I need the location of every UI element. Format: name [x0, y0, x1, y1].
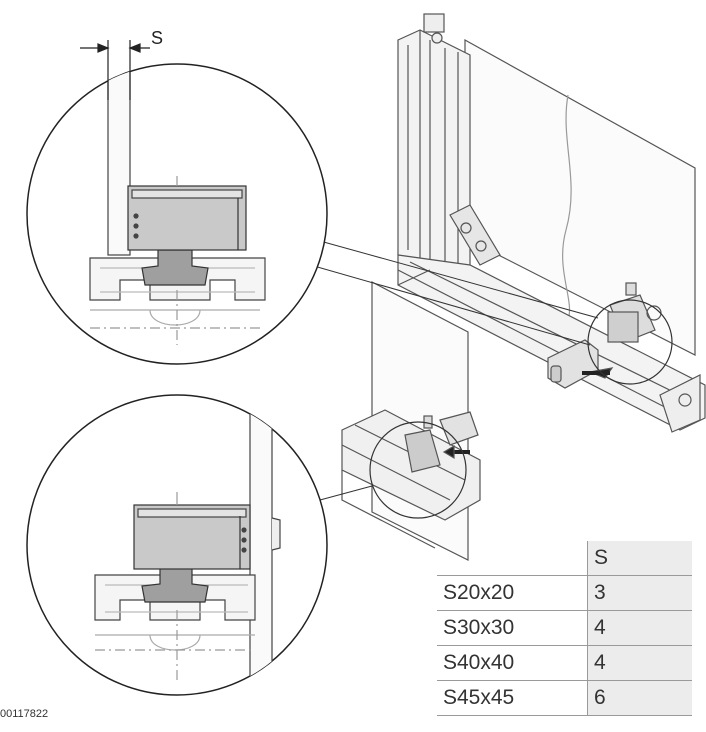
dimension-s	[80, 40, 150, 100]
s-value-cell: 3	[587, 575, 692, 611]
frame-assembly-bottom	[341, 281, 481, 561]
profile-cell: S45x45	[437, 680, 588, 716]
table-header-cell: S	[587, 541, 692, 576]
profile-cell: S20x20	[437, 575, 588, 611]
table-header-cell	[437, 541, 588, 576]
table-header-row: S	[437, 541, 692, 576]
table-row: S40x40 4	[437, 645, 692, 681]
detail-leader-lines	[299, 240, 599, 501]
detail-circle-top: S	[26, 28, 328, 365]
table-row: S45x45 6	[437, 680, 692, 716]
table-row: S30x30 4	[437, 610, 692, 646]
profile-cell: S40x40	[437, 645, 588, 681]
detail-circle-bottom	[26, 394, 328, 696]
profile-spec-table: S S20x20 3 S30x30 4 S40x40 4 S45x45 6	[437, 541, 692, 716]
s-value-cell: 4	[587, 610, 692, 646]
profile-cell: S30x30	[437, 610, 588, 646]
table-row: S20x20 3	[437, 575, 692, 611]
frame-assembly-top	[397, 13, 706, 433]
dimension-s-label: S	[151, 28, 163, 48]
drawing-number: 00117822	[0, 708, 49, 720]
s-value-cell: 4	[587, 645, 692, 681]
s-value-cell: 6	[587, 680, 692, 716]
